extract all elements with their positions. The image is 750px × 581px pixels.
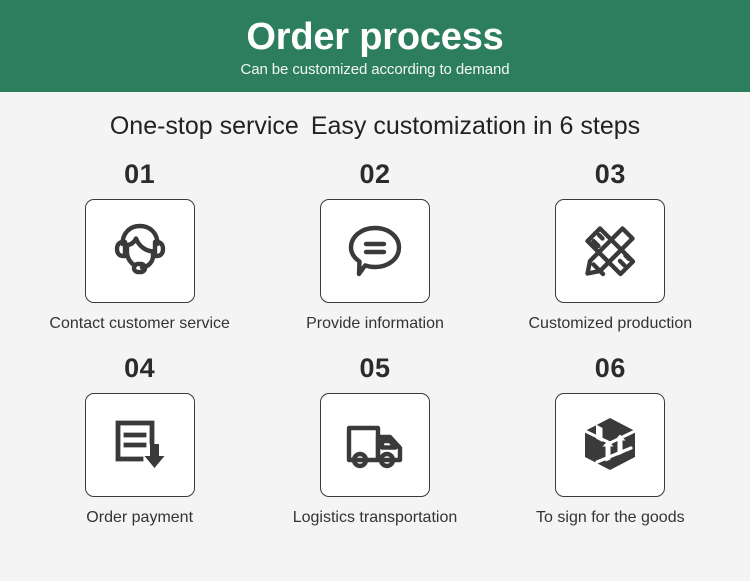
step-label: Order payment xyxy=(86,509,194,526)
step-item-06[interactable]: 06 To s xyxy=(493,355,728,549)
steps-grid: 01 Contact customer service 02 xyxy=(0,161,750,549)
page-title: Order process xyxy=(246,15,504,58)
delivery-truck-icon xyxy=(340,410,410,480)
step-icon-box[interactable] xyxy=(319,393,430,497)
step-number: 05 xyxy=(359,353,391,383)
subheading-left: One-stop service xyxy=(109,112,299,140)
step-number: 06 xyxy=(594,353,626,383)
page-subtitle: Can be customized according to demand xyxy=(240,60,510,78)
step-label: Logistics transportation xyxy=(292,509,458,526)
document-download-icon xyxy=(105,410,175,480)
step-item-03[interactable]: 03 Customized production xyxy=(493,161,728,355)
step-label: Contact customer service xyxy=(49,315,230,332)
step-icon-box[interactable] xyxy=(555,199,666,303)
step-number: 04 xyxy=(124,353,156,383)
step-item-04[interactable]: 04 Order payment xyxy=(22,355,257,549)
step-item-02[interactable]: 02 Provide information xyxy=(257,161,492,355)
step-item-01[interactable]: 01 Contact customer service xyxy=(22,161,257,355)
step-icon-box[interactable] xyxy=(555,393,666,497)
step-item-05[interactable]: 05 Logistics transportation xyxy=(257,355,492,549)
step-icon-box[interactable] xyxy=(84,393,195,497)
package-box-icon xyxy=(575,410,645,480)
pencil-ruler-icon xyxy=(575,216,645,286)
speech-bubble-icon xyxy=(340,216,410,286)
subheading-right: Easy customization in 6 steps xyxy=(310,112,641,140)
step-icon-box[interactable] xyxy=(84,199,195,303)
step-number: 03 xyxy=(594,159,626,189)
step-number: 01 xyxy=(124,159,156,189)
section-subheading: One-stop service Easy customization in 6 … xyxy=(0,114,750,139)
header-banner: Order process Can be customized accordin… xyxy=(0,0,750,92)
step-label: Provide information xyxy=(306,315,444,332)
step-icon-box[interactable] xyxy=(319,199,430,303)
step-number: 02 xyxy=(359,159,391,189)
step-label: Customized production xyxy=(528,315,693,332)
headset-icon xyxy=(105,216,175,286)
step-label: To sign for the goods xyxy=(536,509,685,526)
